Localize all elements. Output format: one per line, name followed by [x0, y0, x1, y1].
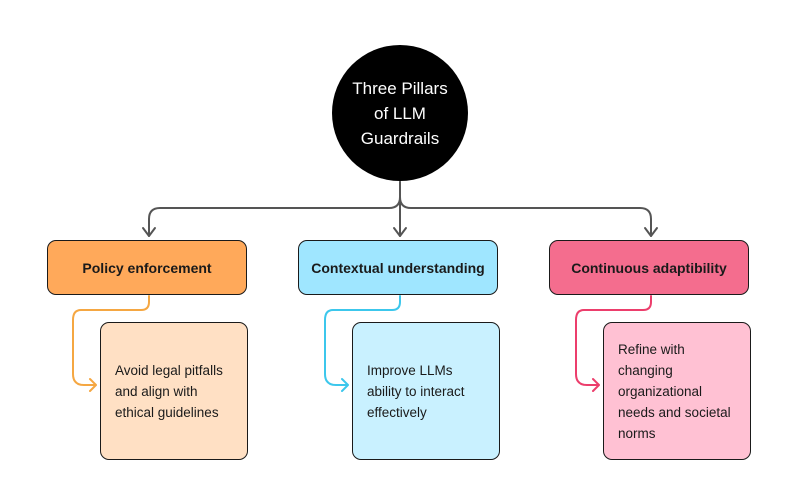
pillar-node-policy-enforcement: Policy enforcement: [47, 240, 247, 295]
detail-text: Improve LLMs ability to interact effecti…: [367, 362, 465, 420]
pillar-1-to-detail-connector: [72, 295, 150, 392]
pillar-node-contextual-understanding: Contextual understanding: [298, 240, 498, 295]
detail-text: Avoid legal pitfalls and align with ethi…: [115, 362, 223, 420]
root-node: Three Pillars of LLM Guardrails: [332, 45, 468, 181]
root-connectors: [142, 181, 658, 237]
arrowhead-2: [393, 227, 407, 237]
pillar-title: Policy enforcement: [82, 259, 212, 276]
pillar-title: Contextual understanding: [311, 259, 485, 276]
detail-node-contextual-understanding: Improve LLMs ability to interact effecti…: [352, 322, 500, 460]
detail-text: Refine with changing organizational need…: [618, 341, 731, 441]
detail-node-policy-enforcement: Avoid legal pitfalls and align with ethi…: [100, 322, 248, 460]
root-label: Three Pillars of LLM Guardrails: [352, 78, 448, 148]
arrowhead-1: [142, 227, 156, 237]
root-to-pillar-3-connector: [399, 181, 652, 237]
pillar-2-to-detail-connector: [324, 295, 401, 392]
pillar-title: Continuous adaptibility: [571, 259, 727, 276]
pillar-3-to-detail-connector: [575, 295, 652, 392]
pillar-node-continuous-adaptibility: Continuous adaptibility: [549, 240, 749, 295]
root-to-pillar-1-connector: [148, 181, 401, 237]
arrowhead-3: [644, 227, 658, 237]
detail-node-continuous-adaptibility: Refine with changing organizational need…: [603, 322, 751, 460]
